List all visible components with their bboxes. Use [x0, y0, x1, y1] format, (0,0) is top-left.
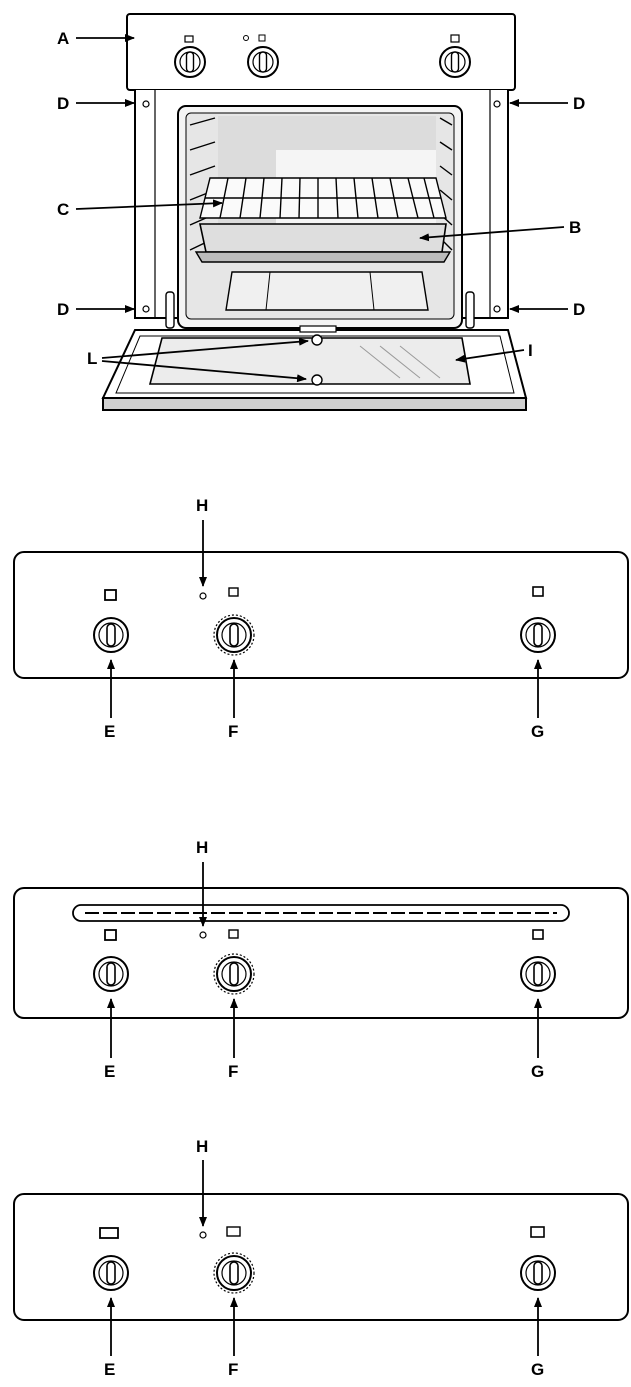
knob-e-3: [93, 1255, 129, 1291]
label-b: B: [569, 218, 582, 237]
panel1-label-g: G: [531, 722, 545, 741]
arrow-c: [75, 199, 223, 210]
wire-shelf: [199, 177, 447, 219]
top-knob-right: [439, 46, 471, 78]
label-a: A: [57, 29, 70, 48]
control-panel-3: [13, 1193, 629, 1321]
arrow-l2: [101, 360, 307, 383]
arrow-i: [455, 349, 525, 363]
baking-tray: [194, 223, 452, 263]
knob-f-1: [216, 617, 252, 653]
panel3-label-g: G: [531, 1360, 545, 1379]
label-d-top-left: D: [57, 94, 70, 113]
label-l: L: [87, 349, 98, 368]
label-i: I: [528, 341, 533, 360]
label-d-bottom-right: D: [573, 300, 586, 319]
panel1-label-h: H: [196, 496, 209, 515]
label-c: C: [57, 200, 70, 219]
label-d-bottom-left: D: [57, 300, 70, 319]
panel1-label-f: F: [228, 722, 239, 741]
knob-g-1: [520, 617, 556, 653]
panel2-label-e: E: [104, 1062, 116, 1081]
knob-e-1: [93, 617, 129, 653]
panel2-label-h: H: [196, 838, 209, 857]
knob-g-2: [520, 956, 556, 992]
arrow-l1: [101, 337, 309, 359]
knob-f-2: [216, 956, 252, 992]
panel3-label-h: H: [196, 1137, 209, 1156]
top-knob-middle: [247, 46, 279, 78]
oven-illustration: [101, 13, 528, 411]
control-panel-2: [13, 887, 629, 1019]
knob-e-2: [93, 956, 129, 992]
arrow-b: [419, 226, 565, 242]
top-knob-left: [174, 46, 206, 78]
knob-f-3: [216, 1255, 252, 1291]
panel2-label-g: G: [531, 1062, 545, 1081]
control-panel-1: [13, 551, 629, 679]
door-glass: [148, 337, 471, 385]
panel3-label-f: F: [228, 1360, 239, 1379]
panel2-label-f: F: [228, 1062, 239, 1081]
panel3-label-e: E: [104, 1360, 116, 1379]
label-d-top-right: D: [573, 94, 586, 113]
knob-g-3: [520, 1255, 556, 1291]
panel1-label-e: E: [104, 722, 116, 741]
